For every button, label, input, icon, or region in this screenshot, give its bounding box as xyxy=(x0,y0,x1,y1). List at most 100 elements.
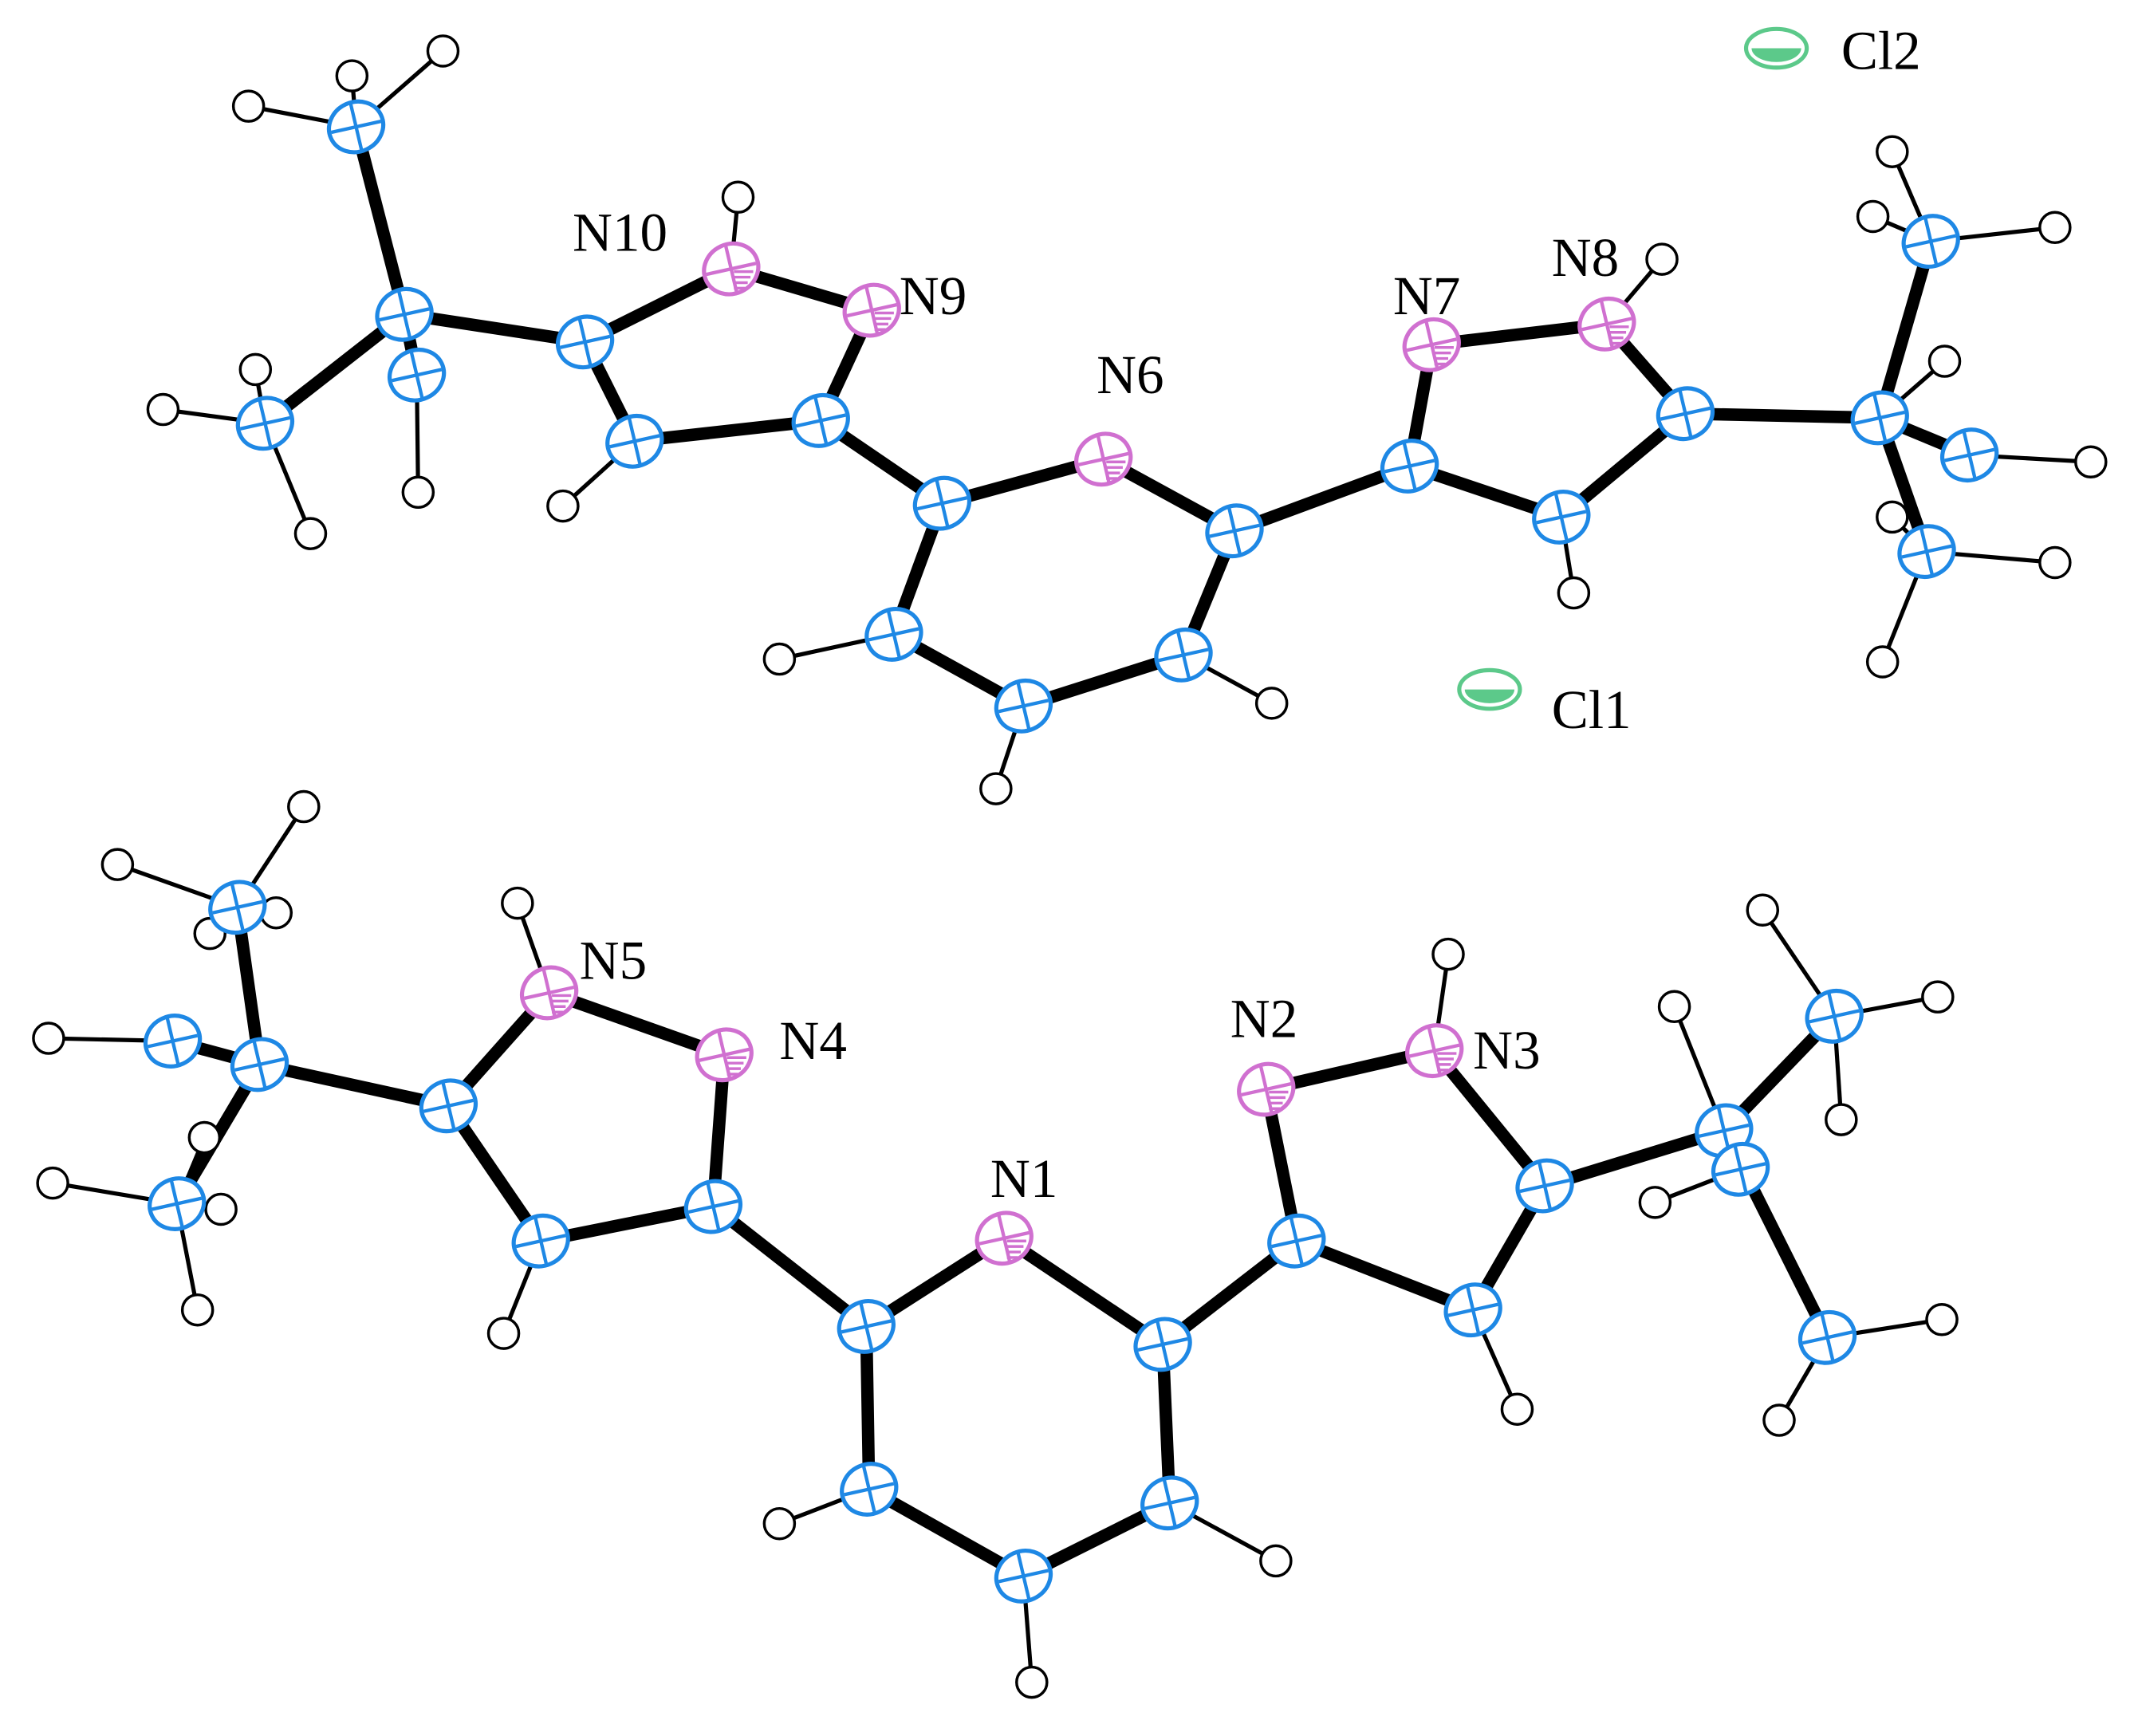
bond-Cd3-Cd2 xyxy=(442,1099,548,1248)
atom-P1 xyxy=(912,475,972,531)
hydrogen-atom xyxy=(2038,211,2072,245)
hydrogen-atom xyxy=(1865,645,1900,679)
label-N5: N5 xyxy=(580,930,648,991)
atom-N4 xyxy=(695,1027,754,1083)
atom-M4 xyxy=(1901,214,1960,269)
atom-M1 xyxy=(326,99,386,155)
atom-Cd1 xyxy=(683,1179,742,1234)
hydrogen-atom xyxy=(1925,1303,1959,1336)
bond-R2-R3 xyxy=(862,1482,1030,1583)
bond-Ca2-Ca3 xyxy=(628,414,828,448)
bond-Cd3-Q3 xyxy=(253,1058,455,1112)
hydrogen-atom xyxy=(1876,135,1909,168)
hydrogen-atom xyxy=(146,392,180,427)
atom-Cd3 xyxy=(419,1078,478,1134)
atom-N1 xyxy=(975,1210,1034,1266)
atom-Cc2 xyxy=(1443,1282,1502,1338)
atom-N2 xyxy=(1237,1061,1296,1117)
label-N9: N9 xyxy=(900,265,967,326)
atom-labels: N10 N9 N6 N7 N8 Cl2 Cl1 N5 N4 N2 N3 N1 xyxy=(573,19,1921,1208)
atom-Ca2 xyxy=(605,413,664,469)
atom-M2 xyxy=(235,396,294,451)
atom-M8 xyxy=(143,1014,203,1069)
atom-R5 xyxy=(1133,1317,1192,1372)
hydrogen-atom xyxy=(1259,1544,1293,1578)
atom-R3 xyxy=(994,1549,1053,1604)
atom-M5 xyxy=(1940,427,1999,482)
hydrogen-atom xyxy=(426,34,460,68)
hydrogen-atom xyxy=(979,772,1013,805)
atom-N5 xyxy=(520,965,579,1021)
label-Cl2: Cl2 xyxy=(1841,19,1921,81)
hydrogen-atom xyxy=(1927,344,1962,378)
atom-Cb1 xyxy=(1380,439,1439,494)
atom-Cc3 xyxy=(1515,1158,1574,1214)
hydrogen-atom xyxy=(1638,1186,1672,1219)
hydrogen-atom xyxy=(2074,445,2108,479)
atom-P3 xyxy=(994,678,1053,734)
hydrogen-atom xyxy=(401,475,435,510)
atom-R2 xyxy=(840,1462,899,1517)
bond-Cc3-Q4 xyxy=(1538,1124,1730,1192)
atom-N7 xyxy=(1402,317,1461,372)
atom-Cb3 xyxy=(1656,386,1715,442)
label-N6: N6 xyxy=(1097,344,1164,405)
atom-M10 xyxy=(1805,989,1864,1044)
atom-P2 xyxy=(864,607,923,662)
atom-N8 xyxy=(1577,296,1636,352)
label-N2: N2 xyxy=(1230,987,1298,1049)
atom-M11 xyxy=(1711,1141,1770,1197)
bond-P5-Cb1 xyxy=(1228,459,1416,537)
hydrogen-atom xyxy=(1500,1392,1534,1426)
hydrogen-atom xyxy=(1746,893,1780,927)
hydrogen-atom xyxy=(501,886,534,920)
atom-Cd2 xyxy=(511,1213,570,1269)
hydrogen-atom xyxy=(335,59,369,93)
bonds xyxy=(166,120,1976,1583)
hydrogen-atom xyxy=(231,89,266,123)
atom-Ca3 xyxy=(791,393,850,448)
hydrogen-atom xyxy=(1657,990,1691,1024)
bond-Q1-M1 xyxy=(349,120,411,321)
atom-M3 xyxy=(388,347,447,403)
atom-Cb2 xyxy=(1532,490,1591,545)
atom-M7 xyxy=(208,880,267,935)
hydrogen-atom xyxy=(1431,937,1465,971)
atom-M12 xyxy=(1797,1309,1857,1365)
hydrogen-atom xyxy=(721,180,755,215)
atom-N3 xyxy=(1405,1023,1464,1078)
atom-Ca1 xyxy=(555,314,615,370)
bond-Cb3-Q2 xyxy=(1679,407,1887,424)
bond-Cc2-Cc1 xyxy=(1290,1234,1479,1317)
atom-N9 xyxy=(842,282,901,338)
hydrogen-atom xyxy=(180,1293,215,1327)
label-Cl1: Cl1 xyxy=(1552,679,1632,740)
hydrogen-atom xyxy=(1015,1665,1049,1699)
atom-M9 xyxy=(148,1176,207,1231)
bond-N4-N5 xyxy=(542,986,730,1061)
hydrogen-atom xyxy=(1876,500,1909,534)
bond-R1-Cd1 xyxy=(707,1200,873,1333)
hydrogen-atom xyxy=(32,1022,65,1055)
label-N4: N4 xyxy=(779,1010,847,1071)
atom-Q2 xyxy=(1850,390,1909,446)
atom-Q1 xyxy=(375,286,434,342)
label-N3: N3 xyxy=(1473,1019,1541,1081)
hydrogen-atom xyxy=(546,489,580,523)
hydrogen-atom xyxy=(293,517,328,550)
hydrogen-atom xyxy=(36,1166,69,1200)
hydrogen-atom xyxy=(1254,687,1289,720)
bond-N3-Cc3 xyxy=(1427,1044,1551,1192)
atom-N10 xyxy=(702,241,761,297)
label-N8: N8 xyxy=(1552,226,1620,288)
hydrogen-atom xyxy=(287,789,321,824)
hydrogen-atom xyxy=(1557,576,1591,610)
atom-R4 xyxy=(1140,1475,1199,1531)
bond-N1-R5 xyxy=(998,1231,1169,1351)
hydrogen-atom xyxy=(486,1317,521,1350)
label-N1: N1 xyxy=(990,1147,1058,1209)
hydrogen-atom xyxy=(204,1192,238,1226)
hydrogen-atom xyxy=(1645,242,1679,276)
atom-P4 xyxy=(1154,627,1213,683)
